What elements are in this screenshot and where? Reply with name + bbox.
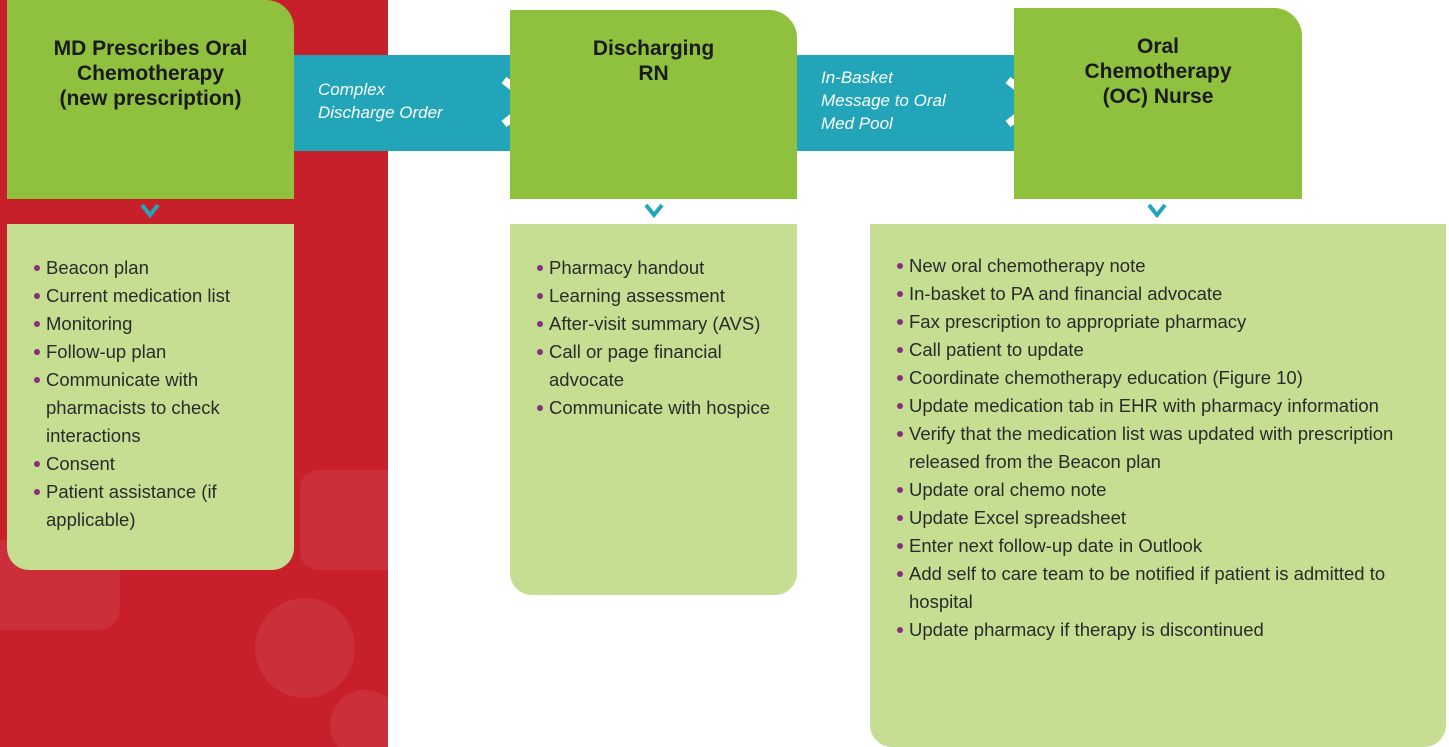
- step-header-discharging-rn: Discharging RN: [510, 10, 797, 199]
- list-item: Communicate with pharmacists to check in…: [33, 366, 294, 450]
- decorative-shape: [300, 470, 388, 570]
- list-item: Enter next follow-up date in Outlook: [896, 532, 1446, 560]
- chevron-down-icon: [644, 203, 664, 218]
- list-item: Monitoring: [33, 310, 294, 338]
- decorative-shape: [330, 690, 388, 747]
- list-item: Call patient to update: [896, 336, 1446, 364]
- list-item: Beacon plan: [33, 254, 294, 282]
- step-header-md-prescribes: MD Prescribes Oral Chemotherapy (new pre…: [7, 0, 294, 199]
- connector-in-basket: [797, 55, 1015, 151]
- list-item: After-visit summary (AVS): [536, 310, 797, 338]
- list-item: Add self to care team to be notified if …: [896, 560, 1446, 616]
- list-item: Update oral chemo note: [896, 476, 1446, 504]
- list-item: Pharmacy handout: [536, 254, 797, 282]
- list-item: Update Excel spreadsheet: [896, 504, 1446, 532]
- list-item: Update medication tab in EHR with pharma…: [896, 392, 1446, 420]
- list-item: Follow-up plan: [33, 338, 294, 366]
- list-item: Verify that the medication list was upda…: [896, 420, 1446, 476]
- list-item: Call or page financial advocate: [536, 338, 797, 394]
- list-item: Update pharmacy if therapy is discontinu…: [896, 616, 1446, 644]
- step-title: Discharging RN: [592, 37, 715, 85]
- connector-label-complex-discharge: Complex Discharge Order: [318, 80, 443, 122]
- list-item: New oral chemotherapy note: [896, 252, 1446, 280]
- step-title: MD Prescribes Oral Chemotherapy (new pre…: [53, 37, 248, 110]
- list-item: Communicate with hospice: [536, 394, 797, 422]
- connector-label-in-basket: In-Basket Message to Oral Med Pool: [821, 68, 946, 133]
- list-item: Current medication list: [33, 282, 294, 310]
- list-item: Learning assessment: [536, 282, 797, 310]
- list-item: Coordinate chemotherapy education (Figur…: [896, 364, 1446, 392]
- decorative-pill-icon: [255, 598, 355, 698]
- step-header-oc-nurse: Oral Chemotherapy (OC) Nurse: [1014, 8, 1302, 199]
- list-item: Patient assistance (if applicable): [33, 478, 294, 534]
- list-item: Consent: [33, 450, 294, 478]
- connector-complex-discharge: [294, 55, 510, 151]
- chevron-down-icon: [1147, 203, 1167, 218]
- list-item: In-basket to PA and financial advocate: [896, 280, 1446, 308]
- step-title: Oral Chemotherapy (OC) Nurse: [1084, 35, 1232, 108]
- list-item: Fax prescription to appropriate pharmacy: [896, 308, 1446, 336]
- chevron-down-icon: [140, 203, 160, 218]
